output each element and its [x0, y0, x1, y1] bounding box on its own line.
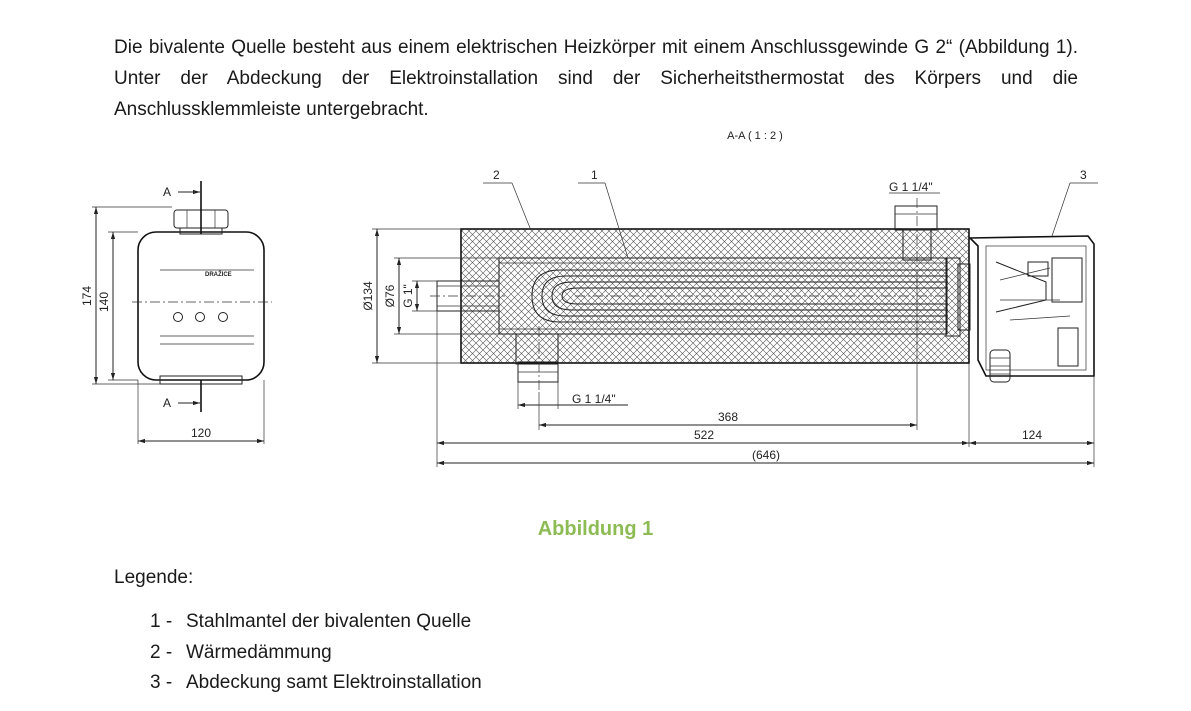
figure-caption: Abbildung 1	[537, 518, 654, 540]
dim-368: 368	[718, 410, 738, 424]
section-marker-top: A	[163, 185, 171, 199]
section-marker-bottom: A	[163, 396, 171, 410]
legend-item: 3 - Abdeckung samt Elektroinstallation	[150, 669, 482, 700]
dim-height-inner: 140	[97, 292, 111, 312]
dim-width-front: 120	[191, 426, 211, 440]
legend-title: Legende:	[114, 567, 194, 588]
dim-dia-mantle: Ø134	[361, 281, 375, 311]
section-view: A-A ( 1 : 2 )	[361, 130, 1098, 467]
dim-dia-inner: Ø76	[383, 284, 397, 307]
dim-646: (646)	[752, 448, 780, 462]
callout-3: 3	[1080, 168, 1087, 182]
label-thread-top: G 1 1/4"	[889, 180, 933, 194]
legend-item: 2 - Wärmedämmung	[150, 639, 482, 670]
legend-item-number: 3 -	[150, 672, 173, 693]
callout-1: 1	[591, 168, 598, 182]
dim-522: 522	[694, 428, 714, 442]
technical-drawing: DRAŽICE A A 174 140 120 A-A ( 1 : 2 )	[80, 130, 1098, 467]
legend-item-text: Wärmedämmung	[186, 641, 332, 663]
brand-label: DRAŽICE	[205, 270, 232, 278]
callout-2: 2	[493, 168, 500, 182]
section-title: A-A ( 1 : 2 )	[727, 130, 783, 142]
intro-paragraph: Die bivalente Quelle besteht aus einem e…	[114, 37, 1078, 120]
legend-item: 1 - Stahlmantel der bivalenten Quelle	[150, 608, 482, 639]
legend-item-text: Stahlmantel der bivalenten Quelle	[186, 611, 472, 632]
label-thread-bottom: G 1 1/4"	[572, 392, 616, 406]
legend-list: 1 - Stahlmantel der bivalenten Quelle 2 -…	[150, 608, 482, 700]
legend-item-number: 1 -	[150, 611, 173, 632]
dim-thread-g1: G 1"	[401, 284, 415, 308]
dim-height-outer: 174	[80, 286, 94, 306]
dim-124: 124	[1022, 428, 1042, 442]
legend-item-text: Abdeckung samt Elektroinstallation	[186, 672, 482, 693]
front-view: DRAŽICE A A 174 140 120	[80, 181, 272, 444]
legend-item-number: 2 -	[150, 641, 173, 663]
